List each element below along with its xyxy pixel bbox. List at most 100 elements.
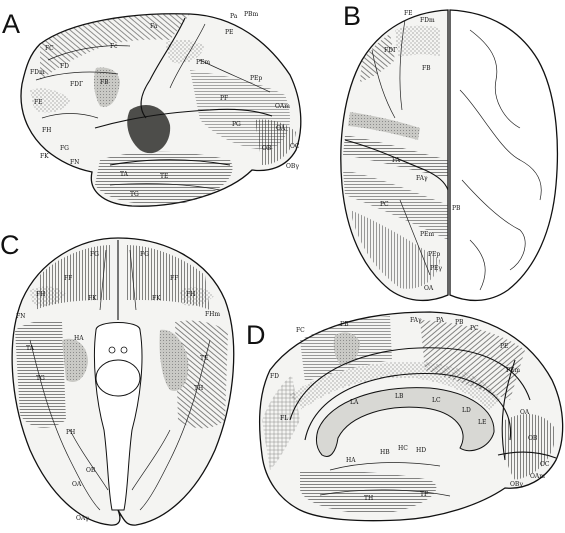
- panel-c-olfactory-right: [129, 249, 137, 311]
- panel-b-label: FDm: [420, 17, 435, 24]
- panel-b-inf-frontal: [371, 49, 396, 119]
- panel-b-label: PC: [380, 201, 389, 208]
- panel-a-frontal-shade: [40, 13, 190, 80]
- panel-c-stipple-left: [30, 286, 66, 306]
- panel-d-occipital-shade: [503, 414, 556, 480]
- panel-d-cingulate-stipple: [290, 361, 500, 410]
- panel-d-label: PA: [436, 317, 444, 324]
- panel-d-label: FC: [296, 327, 305, 334]
- panel-b-label: FA: [392, 157, 401, 164]
- panel-d-label: LD: [462, 407, 471, 414]
- panel-b-right-gyri-4: [469, 239, 486, 291]
- panel-b-label: FDΓ: [384, 47, 397, 54]
- panel-a-label: FDΓ: [70, 81, 83, 88]
- panel-c-label: OB: [86, 467, 96, 474]
- panel-a-label: FD: [60, 63, 69, 70]
- panel-c-occipital-left: [69, 429, 109, 491]
- panel-c-label: TA: [26, 345, 35, 352]
- panel-d-label: OBγ: [510, 481, 523, 488]
- panel-a-label: TE: [160, 173, 168, 180]
- panel-a-label: FC: [45, 45, 54, 52]
- panel-b-parietal-shade: [350, 210, 440, 289]
- panel-b-stipple: [395, 25, 440, 58]
- panel-a-label: OA: [276, 125, 286, 132]
- panel-a-label: Fa: [150, 23, 158, 30]
- panel-d-parieto-occipital: [501, 359, 516, 461]
- panel-c-label: OAγ: [76, 515, 89, 522]
- panel-b-label: FAγ: [416, 175, 428, 182]
- panel-d-label: FL: [280, 415, 288, 422]
- panel-d-corpus-callosum: [315, 387, 495, 457]
- panel-c-occipital-right: [131, 429, 171, 491]
- panel-a: A Pa PBm Fa PE PEm: [2, 9, 302, 207]
- panel-c-label: FK: [152, 295, 161, 302]
- panel-a-label: FH: [42, 127, 51, 134]
- panel-b-label: FB: [422, 65, 431, 72]
- panel-d-label: PE: [500, 343, 508, 350]
- panel-c-label: HA: [74, 335, 84, 342]
- panel-d-hippocampal: [329, 462, 441, 471]
- panel-d-label: OA: [520, 409, 530, 416]
- panel-a-stipple-2: [165, 39, 205, 64]
- panel-a-label: TA: [120, 171, 129, 178]
- panel-a-label: FG: [60, 145, 69, 152]
- panel-d-temporal-shade: [300, 470, 437, 514]
- panel-c-mammillary-left: [108, 346, 116, 354]
- panel-d-label: HC: [398, 445, 408, 452]
- panel-d-label: LA: [350, 399, 359, 406]
- panel-b: B FE FDm FDΓ FB FA: [340, 1, 559, 302]
- panel-c-gyri-right: [139, 339, 211, 511]
- panel-a-label: Fc: [110, 43, 118, 50]
- panel-c-label: TG: [36, 375, 45, 382]
- panel-d-label: PB: [455, 319, 464, 326]
- panel-c-label: FK: [88, 295, 97, 302]
- panel-b-dark-strip: [348, 112, 420, 140]
- panel-a-label: FB: [100, 79, 109, 86]
- panel-d-label: HB: [380, 449, 390, 456]
- panel-d-label: TF: [420, 491, 428, 498]
- panel-a-inf-temporal: [109, 183, 221, 191]
- panel-a-label: OBγ: [286, 163, 299, 170]
- panel-d-label: FB: [340, 321, 349, 328]
- panel-c-label: TE: [200, 355, 208, 362]
- panel-c-label: FG: [90, 251, 99, 258]
- panel-c-label: FH: [186, 291, 195, 298]
- panel-d-label: LE: [478, 419, 486, 426]
- panel-a-label: TG: [130, 191, 139, 198]
- panel-b-frontal-shade: [360, 34, 395, 82]
- panel-b-postcentral-band: [343, 170, 448, 240]
- panel-b-label: OA: [424, 285, 434, 292]
- panel-letter-c: C: [0, 230, 20, 260]
- panel-letter-a: A: [2, 9, 20, 39]
- panel-c: C FG FG FF FF: [0, 230, 235, 526]
- panel-c-right-temporal-shade: [175, 320, 228, 429]
- panel-b-right-gyri-2: [459, 89, 542, 201]
- panel-a-label: OC: [290, 143, 300, 150]
- panel-a-label: FE: [34, 99, 43, 106]
- panel-c-olfactory-left: [99, 249, 107, 311]
- panel-a-sylvian-fissure: [94, 108, 273, 129]
- panel-d-label: FD: [270, 373, 279, 380]
- panel-b-precentral-band: [343, 135, 448, 178]
- panel-a-label: PG: [232, 121, 241, 128]
- panel-c-label: FF: [64, 275, 72, 282]
- panel-b-central-sulcus: [344, 139, 449, 191]
- panel-letter-d: D: [246, 320, 266, 350]
- panel-c-label: FG: [140, 251, 149, 258]
- panel-a-precentral-dark: [93, 67, 120, 107]
- panel-a-postcentral: [169, 23, 206, 89]
- panel-d-cingulate-sulcus: [289, 347, 531, 421]
- panel-b-label: PEp: [428, 251, 440, 258]
- panel-c-left-hippo-dark: [62, 338, 88, 382]
- panel-a-label: FN: [70, 159, 79, 166]
- panel-a-label: PEm: [196, 59, 210, 66]
- panel-b-sup-frontal: [399, 19, 406, 111]
- panel-c-gyri-left: [29, 339, 101, 511]
- panel-a-intraparietal: [199, 59, 271, 93]
- panel-a-superior-temporal: [109, 159, 231, 166]
- panel-a-occipital-shade: [255, 119, 296, 165]
- panel-a-outline: [20, 13, 302, 207]
- panel-c-pons: [95, 359, 141, 397]
- panel-d: D FB FC FAγ PA PB PC PE PE: [246, 311, 564, 522]
- panel-a-temporal-shade: [95, 151, 233, 206]
